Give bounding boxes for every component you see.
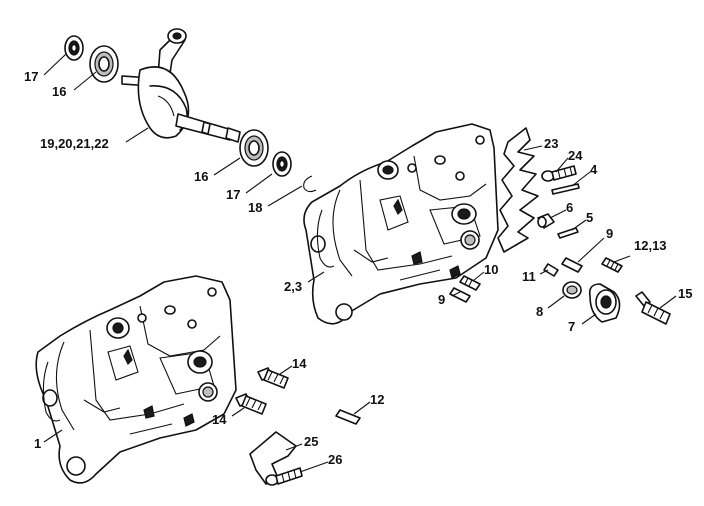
callout-25: 25 — [304, 434, 318, 449]
stud-14-upper — [257, 367, 289, 389]
callout-23: 23 — [544, 136, 558, 151]
callout-24: 24 — [568, 148, 583, 163]
callout-16a: 16 — [52, 84, 66, 99]
callout-9a: 9 — [606, 226, 613, 241]
callout-14b: 14 — [212, 412, 227, 427]
callout-10: 10 — [484, 262, 498, 277]
callout-18: 18 — [248, 200, 262, 215]
callout-6: 6 — [566, 200, 573, 215]
stud-10 — [459, 275, 481, 291]
dowel-pin-9-right — [561, 257, 583, 273]
callout-19-22: 19,20,21,22 — [40, 136, 109, 151]
callout-17a: 17 — [24, 69, 38, 84]
callout-16b: 16 — [194, 169, 208, 184]
callout-4: 4 — [590, 162, 598, 177]
circlip — [303, 175, 317, 193]
callout-26: 26 — [328, 452, 342, 467]
callout-2-3: 2,3 — [284, 279, 302, 294]
callout-9b: 9 — [438, 292, 445, 307]
pin-12 — [335, 409, 361, 425]
oil-seal-upper — [64, 35, 84, 61]
stud-14-lower — [235, 393, 267, 415]
screw-12-13-right — [601, 257, 623, 273]
sleeve-6 — [537, 213, 555, 229]
callout-17b: 17 — [226, 187, 240, 202]
callout-14a: 14 — [292, 356, 307, 371]
pin-5 — [557, 227, 579, 239]
leader-lines — [43, 53, 677, 473]
crankshaft — [121, 28, 241, 143]
callout-12: 12 — [370, 392, 384, 407]
callout-7: 7 — [568, 319, 575, 334]
crankcase-half-upper — [303, 123, 499, 325]
dowel-pin-11 — [543, 263, 559, 277]
bumper-spike — [497, 127, 539, 253]
annular-buffer-7 — [588, 283, 621, 323]
callout-5: 5 — [586, 210, 593, 225]
callout-8: 8 — [536, 304, 543, 319]
pin-4 — [551, 183, 580, 195]
callout-11: 11 — [522, 269, 536, 284]
ball-bearing-lower — [239, 129, 269, 167]
collar-stud-15 — [635, 291, 671, 325]
ball-bearing-upper — [89, 45, 119, 83]
crankcase-half-lower — [35, 275, 237, 484]
callout-12-13: 12,13 — [634, 238, 667, 253]
dowel-pin-9-center — [449, 287, 471, 303]
bushing-8 — [562, 281, 582, 299]
callout-labels: 17 16 19,20,21,22 16 17 18 23 24 4 6 5 9… — [24, 69, 692, 467]
cover-plate-25 — [249, 431, 297, 485]
screw-26 — [265, 467, 303, 486]
callout-15: 15 — [678, 286, 692, 301]
oil-seal-lower — [272, 151, 292, 177]
screw-24 — [541, 165, 577, 182]
callout-1: 1 — [34, 436, 41, 451]
